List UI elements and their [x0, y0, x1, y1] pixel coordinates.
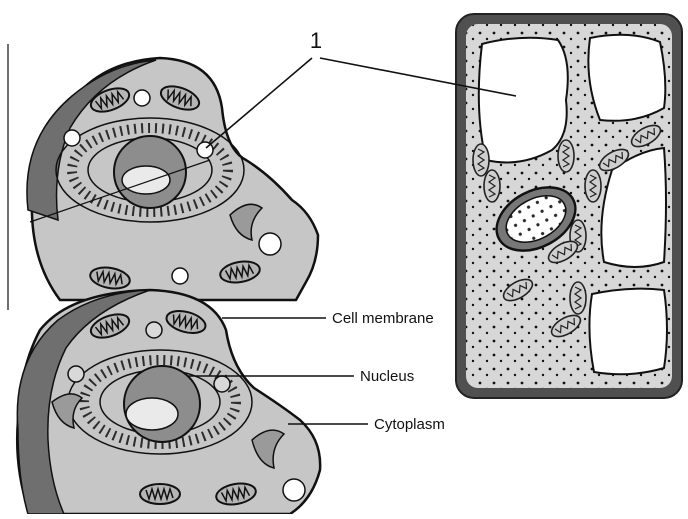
cell-membrane-label: Cell membrane: [332, 310, 434, 327]
bottom-mitochondrion: [140, 484, 180, 504]
bottom-vesicle: [214, 376, 230, 392]
vacuole: [588, 35, 665, 121]
top-vesicle: [172, 268, 188, 284]
bottom-vesicle: [146, 322, 162, 338]
chloroplast: [570, 282, 586, 314]
chloroplast: [558, 140, 574, 172]
plant-cell: [456, 14, 682, 398]
top-vesicle: [134, 90, 150, 106]
animal-cell-top: [8, 44, 318, 310]
large-vacuole: [479, 38, 568, 163]
chloroplast: [473, 144, 489, 176]
bottom-vesicle: [68, 366, 84, 382]
top-vesicle: [259, 233, 281, 255]
chloroplast: [585, 170, 601, 202]
vacuole: [589, 289, 667, 375]
bottom-nucleolus: [126, 398, 178, 430]
bottom-vesicle: [283, 479, 305, 501]
nucleus-label: Nucleus: [360, 368, 414, 385]
top-vesicle: [64, 130, 80, 146]
top-nucleolus: [122, 166, 170, 194]
animal-cell-bottom: [17, 290, 320, 514]
cytoplasm-label: Cytoplasm: [374, 416, 445, 433]
chloroplast: [484, 170, 500, 202]
callout-number: 1: [310, 28, 322, 53]
